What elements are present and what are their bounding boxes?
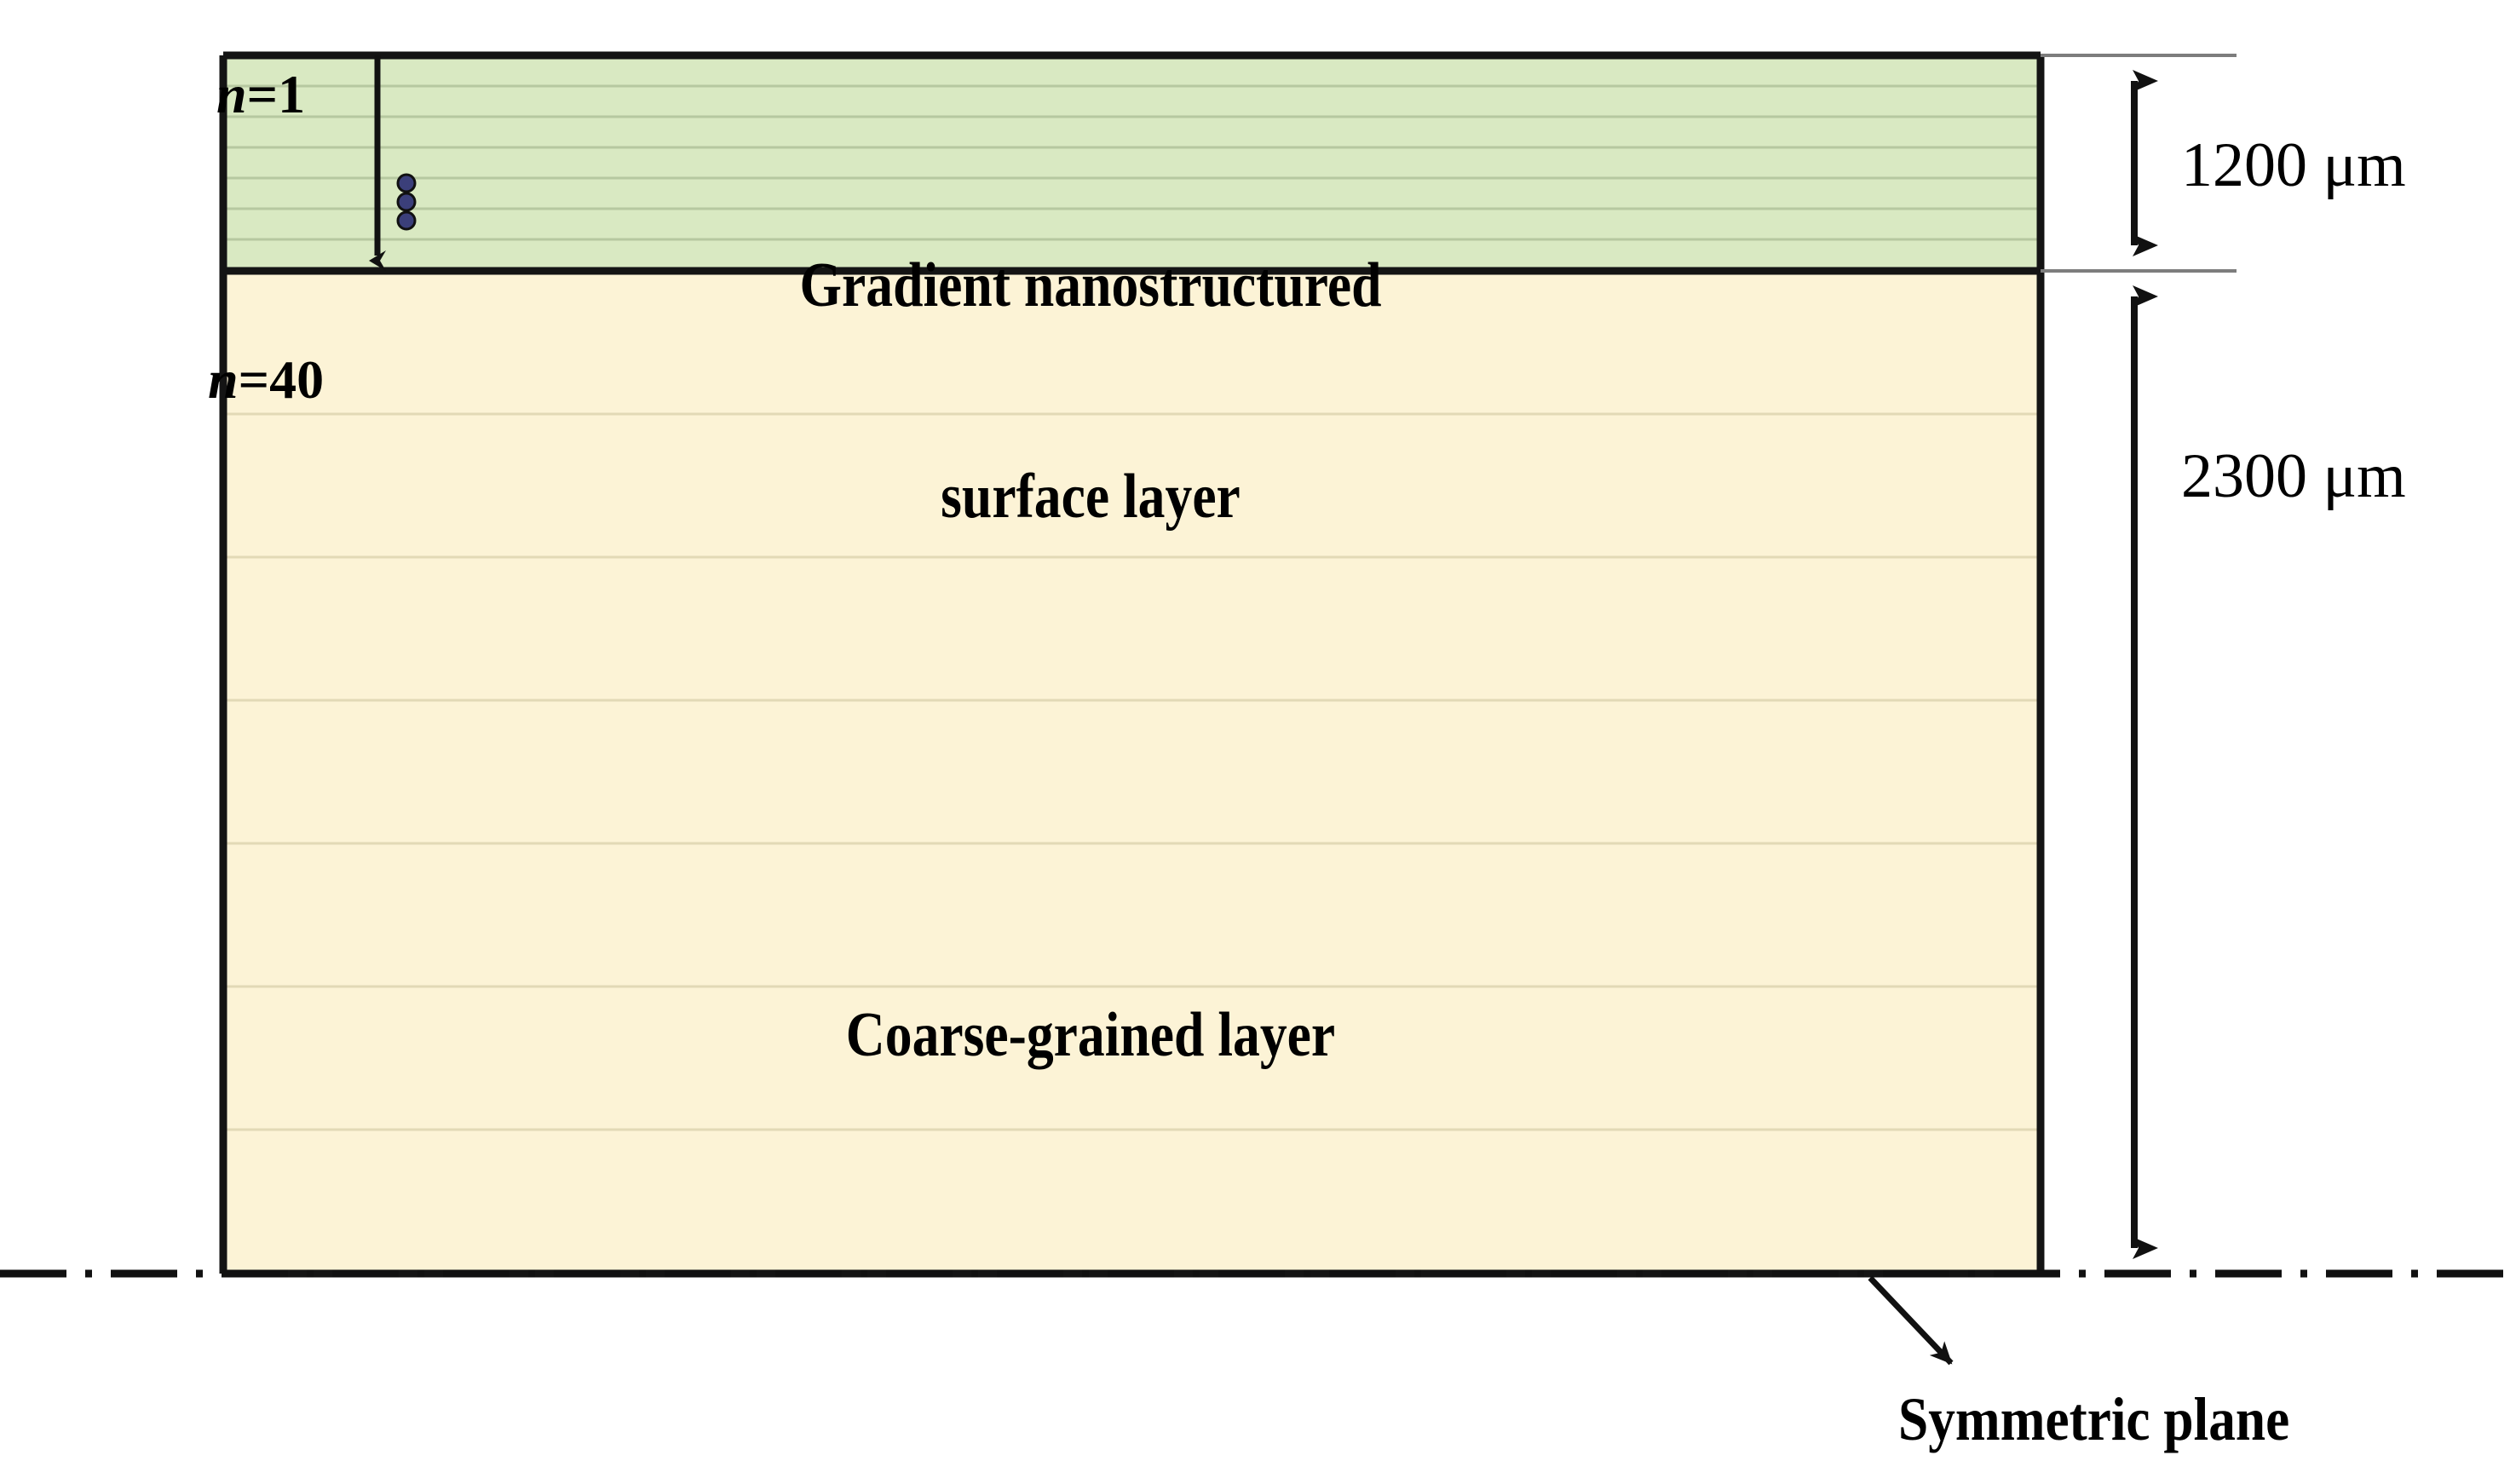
coarse-layer-mesh: [223, 412, 2041, 1131]
n-value-bottom: =40: [238, 349, 325, 410]
coarse-layer-fill: [223, 271, 2041, 1274]
coarse-layer-title: Coarse-grained layer: [468, 859, 1713, 1211]
gradient-layer-mesh: [223, 84, 2041, 241]
gradient-layer-fill: [223, 55, 2041, 271]
sublayer-index-top-label: n=1: [162, 0, 305, 189]
dimension-label-1200: 1200 μm: [2181, 130, 2406, 200]
gradient-layer-title: Gradient nanostructured surface layer: [468, 109, 1713, 674]
symmetric-plane-leader: [1868, 1275, 1954, 1366]
symmetric-plane-label: Symmetric plane: [1898, 1385, 2290, 1453]
n-variable-bottom: n: [208, 349, 239, 410]
dimension-extension-lines: [2041, 54, 2237, 273]
vertical-ellipsis-icon: [396, 173, 417, 231]
n-value-top: =1: [246, 64, 306, 124]
coarse-layer-title-line1: Coarse-grained layer: [845, 999, 1336, 1070]
dimension-label-2300: 2300 μm: [2181, 441, 2406, 511]
coarse-grained-layer-block: [223, 271, 2041, 1274]
n-variable-top: n: [216, 64, 247, 124]
gradient-layer-title-line2: surface layer: [941, 462, 1241, 532]
sublayer-index-bottom-label: n=40: [153, 285, 324, 475]
gradient-nanostructured-layer-block: [223, 55, 2041, 271]
gradient-layer-title-line1: Gradient nanostructured: [799, 250, 1382, 320]
